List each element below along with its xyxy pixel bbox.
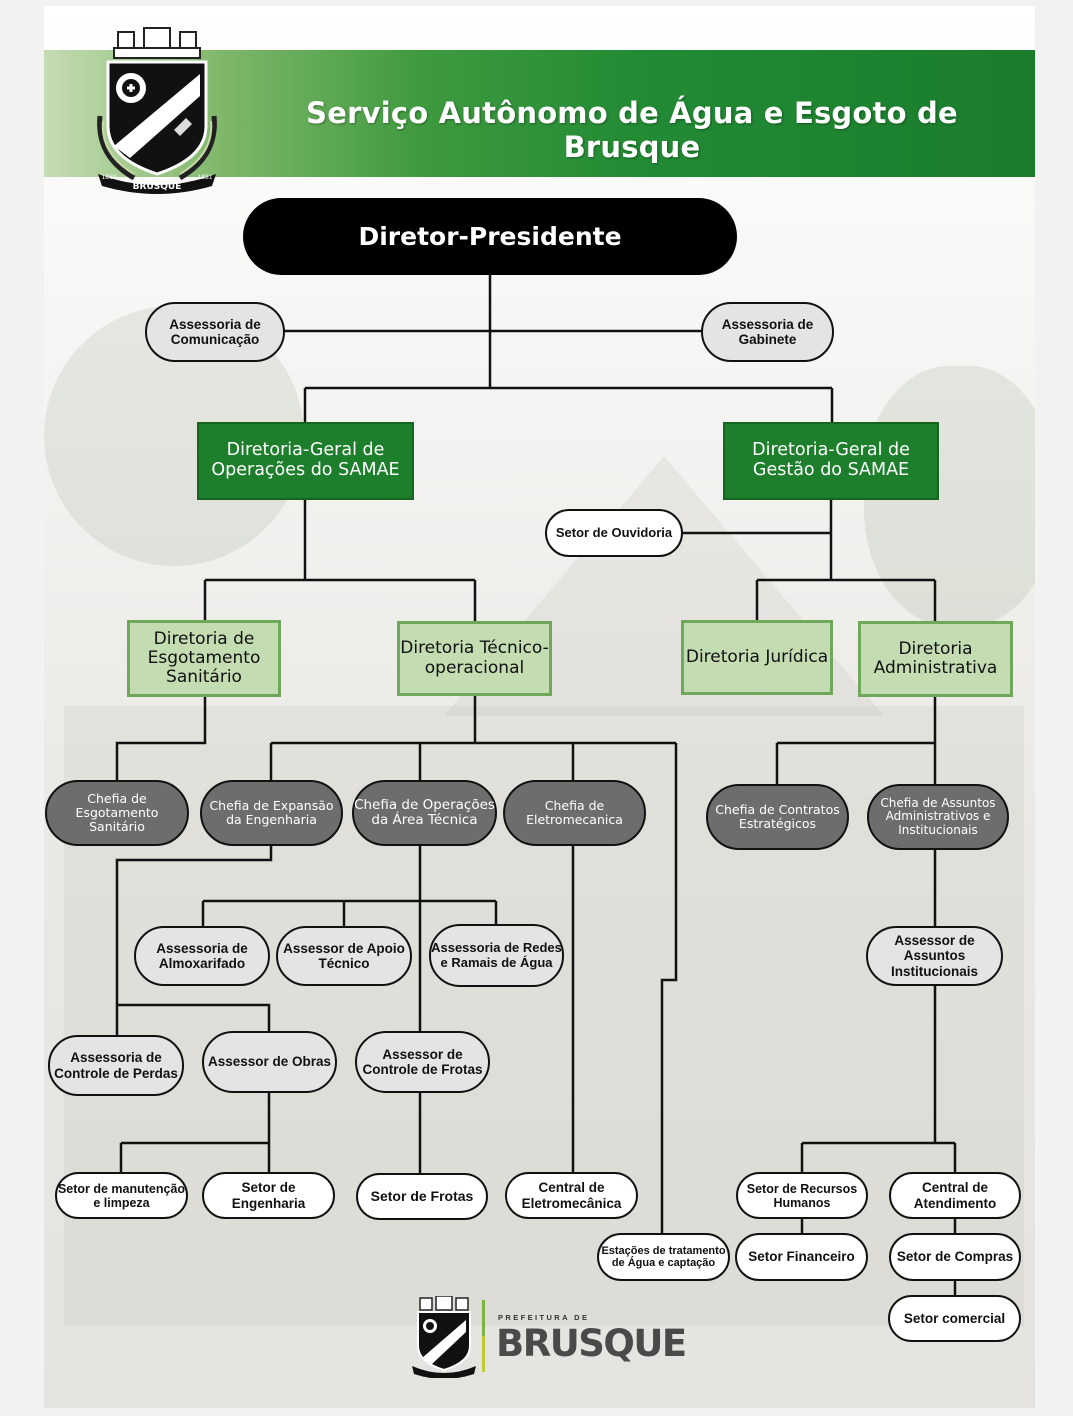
assessor-institucionais-node[interactable]: Assessor de Assuntos Institucionais	[866, 926, 1003, 986]
chefia-assuntos-node[interactable]: Chefia de Assuntos Administrativos e Ins…	[867, 784, 1009, 850]
svg-text:1881: 1881	[197, 174, 212, 181]
chefia-contratos-node[interactable]: Chefia de Contratos Estratégicos	[706, 784, 849, 850]
assessor-frotas-node[interactable]: Assessor de Controle de Frotas	[355, 1031, 490, 1093]
assessoria-comunicacao-node[interactable]: Assessoria de Comunicação	[145, 302, 285, 362]
footer-city-name: BRUSQUE	[496, 1322, 687, 1365]
chefia-eletromecanica-node[interactable]: Chefia de Eletromecanica	[503, 780, 646, 846]
setor-ouvidoria-node[interactable]: Setor de Ouvidoria	[545, 509, 683, 557]
setor-financeiro-node[interactable]: Setor Financeiro	[735, 1233, 868, 1281]
svg-text:BRUSQUE: BRUSQUE	[133, 182, 182, 192]
central-atendimento-node[interactable]: Central de Atendimento	[889, 1172, 1021, 1219]
director-president-node[interactable]: Diretor-Presidente	[243, 198, 737, 275]
chefia-esgotamento-node[interactable]: Chefia de Esgotamento Sanitário	[45, 780, 189, 846]
assessor-apoio-tecnico-node[interactable]: Assessor de Apoio Técnico	[276, 926, 412, 986]
setor-manutencao-node[interactable]: Setor de manutenção e limpeza	[55, 1172, 188, 1219]
chefia-operacoes-node[interactable]: Chefia de Operações da Área Técnica	[352, 780, 497, 846]
setor-compras-node[interactable]: Setor de Compras	[889, 1233, 1021, 1281]
footer-caption: PREFEITURA DE	[498, 1313, 590, 1322]
svg-text:1860: 1860	[101, 174, 116, 181]
setor-engenharia-node[interactable]: Setor de Engenharia	[202, 1172, 335, 1219]
assessoria-redes-node[interactable]: Assessoria de Redes e Ramais de Água	[429, 924, 564, 987]
assessor-obras-node[interactable]: Assessor de Obras	[202, 1031, 337, 1093]
central-eletromecanica-node[interactable]: Central de Eletromecânica	[505, 1172, 638, 1219]
assessoria-gabinete-node[interactable]: Assessoria de Gabinete	[701, 302, 834, 362]
assessoria-perdas-node[interactable]: Assessoria de Controle de Perdas	[48, 1035, 184, 1096]
brusque-crest-logo: BRUSQUE 1860 1881	[97, 27, 217, 194]
diretoria-juridica-node[interactable]: Diretoria Jurídica	[681, 620, 833, 695]
prefeitura-brusque-logo	[412, 1296, 485, 1378]
setor-recursos-humanos-node[interactable]: Setor de Recursos Humanos	[736, 1172, 868, 1219]
page-title: Serviço Autônomo de Água e Esgoto de Bru…	[306, 96, 958, 164]
estacoes-tratamento-node[interactable]: Estações de tratamento de Água e captaçã…	[597, 1233, 730, 1281]
dg-operacoes-node[interactable]: Diretoria-Geral de Operações do SAMAE	[197, 422, 414, 500]
dg-gestao-node[interactable]: Diretoria-Geral de Gestão do SAMAE	[723, 422, 939, 500]
assessoria-almoxarifado-node[interactable]: Assessoria de Almoxarifado	[134, 926, 270, 986]
diretoria-esgotamento-node[interactable]: Diretoria de Esgotamento Sanitário	[127, 620, 281, 697]
header-band	[44, 50, 1035, 177]
chefia-expansao-node[interactable]: Chefia de Expansão da Engenharia	[200, 780, 343, 846]
setor-comercial-node[interactable]: Setor comercial	[888, 1295, 1021, 1342]
setor-frotas-node[interactable]: Setor de Frotas	[356, 1173, 488, 1220]
diretoria-administrativa-node[interactable]: Diretoria Administrativa	[858, 621, 1013, 697]
diretoria-tecnico-node[interactable]: Diretoria Técnico-operacional	[397, 621, 552, 696]
